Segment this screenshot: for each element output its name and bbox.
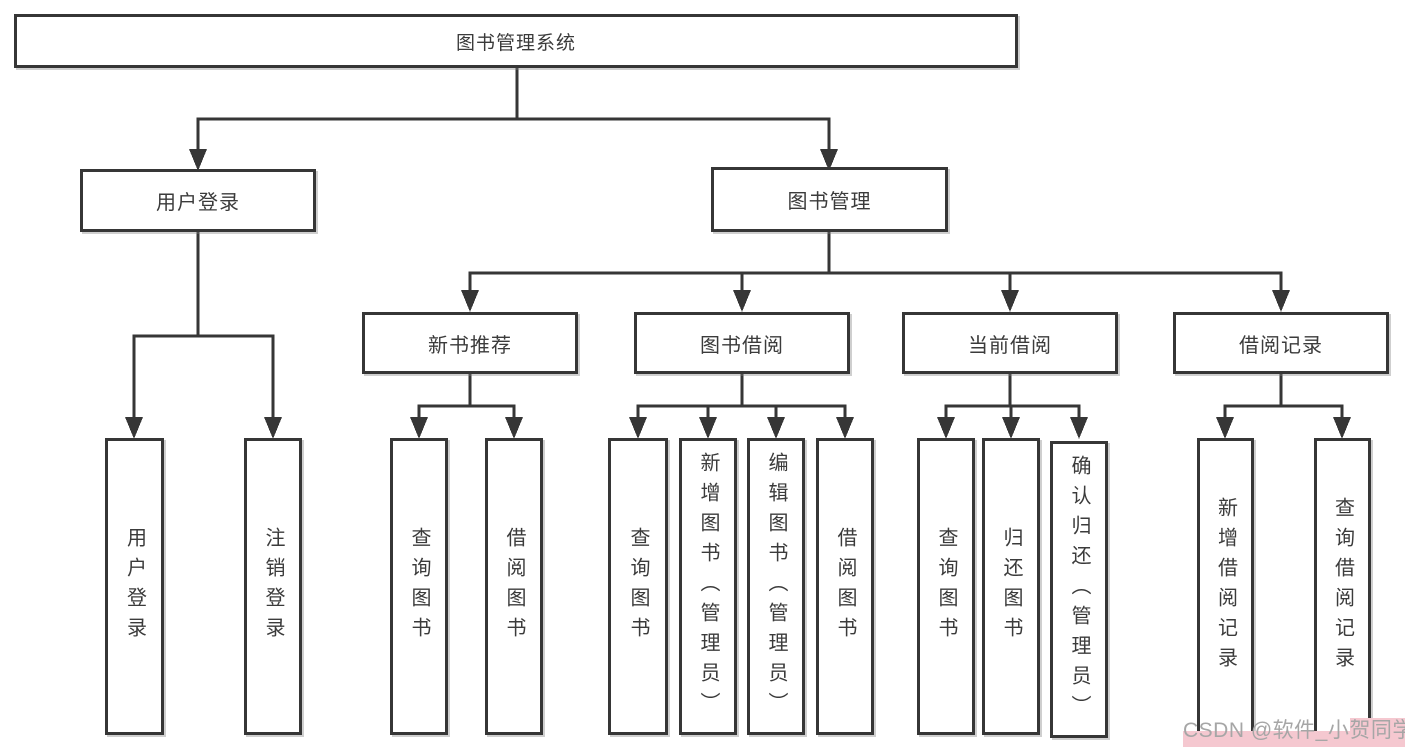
wire-bookmgmt-to-level3 bbox=[461, 230, 1290, 312]
wire-userlogin-to-leaves bbox=[125, 230, 282, 439]
leaf-query-books-1: 查询图书 bbox=[390, 438, 448, 735]
node-borrow-records: 借阅记录 bbox=[1173, 312, 1389, 374]
node-library-system: 图书管理系统 bbox=[14, 14, 1018, 68]
wire-borrow-group bbox=[629, 372, 854, 439]
watermark-highlight-block bbox=[1350, 718, 1405, 747]
node-user-login: 用户登录 bbox=[80, 169, 316, 232]
leaf-user-login: 用户登录 bbox=[105, 438, 164, 735]
watermark-highlight-strip bbox=[1183, 731, 1405, 747]
leaf-query-books-2: 查询图书 bbox=[608, 438, 668, 735]
leaf-query-borrow-record: 查询借阅记录 bbox=[1314, 438, 1371, 735]
leaf-return-books: 归还图书 bbox=[982, 438, 1040, 735]
node-current-borrow: 当前借阅 bbox=[902, 312, 1118, 374]
leaf-query-books-3: 查询图书 bbox=[917, 438, 975, 735]
leaf-logout: 注销登录 bbox=[244, 438, 302, 735]
node-book-borrow: 图书借阅 bbox=[634, 312, 850, 374]
leaf-add-books-admin: 新增图书（管理员） bbox=[679, 438, 737, 735]
leaf-borrow-books-1: 借阅图书 bbox=[485, 438, 543, 735]
wire-current-group bbox=[937, 372, 1088, 439]
watermark: CSDN @软件_小贺同学 bbox=[1183, 719, 1405, 742]
leaf-edit-books-admin: 编辑图书（管理员） bbox=[747, 438, 805, 735]
wire-root-to-level2 bbox=[189, 66, 838, 171]
leaf-confirm-return-admin: 确认归还（管理员） bbox=[1050, 441, 1108, 738]
leaf-borrow-books-2: 借阅图书 bbox=[816, 438, 874, 735]
wire-records-group bbox=[1216, 372, 1351, 439]
node-book-management: 图书管理 bbox=[711, 167, 948, 232]
wire-newbooks-group bbox=[410, 372, 523, 439]
leaf-add-borrow-record: 新增借阅记录 bbox=[1197, 438, 1254, 735]
node-new-book-recommend: 新书推荐 bbox=[362, 312, 578, 374]
